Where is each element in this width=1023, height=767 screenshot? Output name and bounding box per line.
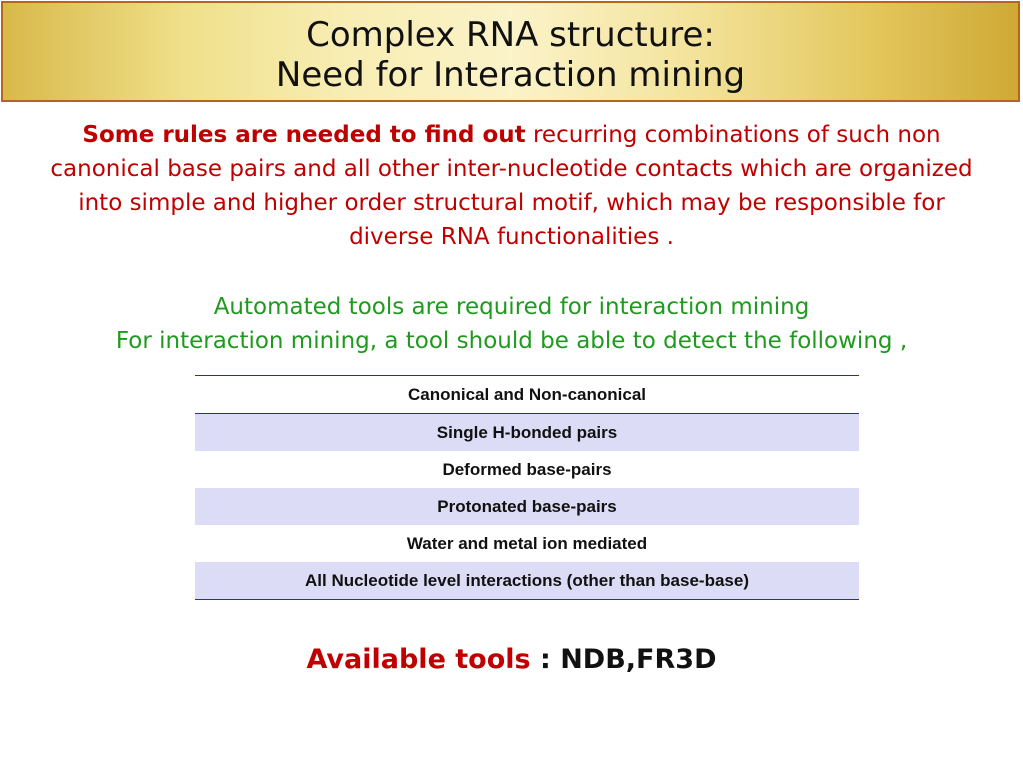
- automation-line-1: Automated tools are required for interac…: [213, 294, 810, 320]
- automation-line-2: For interaction mining, a tool should be…: [115, 328, 908, 354]
- table-cell: Single H-bonded pairs: [195, 413, 859, 451]
- title-banner: Complex RNA structure: Need for Interact…: [1, 1, 1020, 102]
- table-row: Water and metal ion mediated: [195, 525, 859, 562]
- rules-paragraph-lead: Some rules are needed to find out: [82, 122, 526, 148]
- table-cell: Deformed base-pairs: [442, 459, 612, 479]
- available-tools-label: Available tools: [306, 644, 531, 675]
- table-cell: Water and metal ion mediated: [406, 533, 648, 553]
- available-tools: Available tools : NDB,FR3D: [0, 644, 1023, 675]
- rules-paragraph-body: recurring combinations of such non canon…: [50, 122, 973, 250]
- table-cell: Canonical and Non-canonical: [195, 375, 859, 414]
- table-cell: All Nucleotide level interactions (other…: [195, 562, 859, 600]
- table-row: Canonical and Non-canonical: [195, 375, 859, 414]
- slide-title-line-2: Need for Interaction mining: [275, 55, 746, 95]
- rules-paragraph: Some rules are needed to find out recurr…: [40, 118, 983, 254]
- interaction-types-table: Canonical and Non-canonical Single H-bon…: [195, 375, 859, 600]
- table-row: Protonated base-pairs: [195, 488, 859, 525]
- automation-paragraph: Automated tools are required for interac…: [40, 290, 983, 358]
- table-row: Deformed base-pairs: [195, 451, 859, 488]
- table-row: Single H-bonded pairs: [195, 413, 859, 451]
- slide-title-line-1: Complex RNA structure:: [306, 15, 715, 55]
- available-tools-value: : NDB,FR3D: [530, 644, 717, 675]
- table-row: All Nucleotide level interactions (other…: [195, 562, 859, 600]
- table-cell: Protonated base-pairs: [195, 488, 859, 525]
